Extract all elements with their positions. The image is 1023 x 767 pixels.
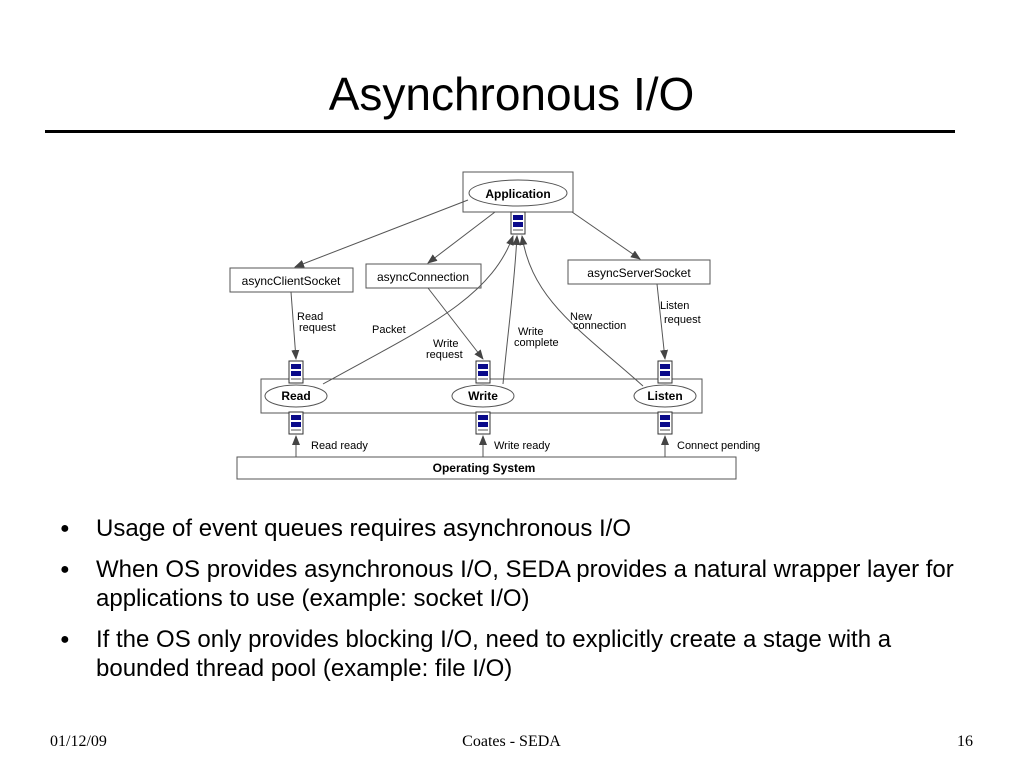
arrow-write-complete-to-app [502,235,521,385]
label-read-request-line2: request [299,322,336,334]
bullet-marker: ● [60,561,70,578]
async-connection-label: asyncConnection [377,270,469,284]
async-connection-node: asyncConnection [365,263,482,289]
slide-title: Asynchronous I/O [328,68,695,120]
application-queue-icon [510,211,526,235]
label-write-complete-line1: Write [518,326,543,338]
title-divider [45,130,955,133]
arrow-server-socket-to-listen [656,283,669,360]
bullet-item: ● Usage of event queues requires asynchr… [58,514,968,543]
async-client-socket-label: asyncClientSocket [242,274,341,288]
label-connect-pending: Connect pending [677,440,760,452]
label-read-request-line1: Read [297,311,323,323]
application-node: Application [462,171,574,213]
label-write-ready: Write ready [494,440,551,452]
bullet-text: When OS provides asynchronous I/O, SEDA … [96,556,954,612]
arrow-new-connection-listen-to-app [519,235,644,387]
application-label: Application [485,187,550,201]
label-packet: Packet [372,324,406,336]
arrow-connection-to-write [427,287,484,360]
label-read-ready: Read ready [311,440,368,452]
arrow-client-socket-to-read [290,291,300,360]
write-stage: Write [451,384,515,408]
async-server-socket-label: asyncServerSocket [587,266,691,280]
bullet-text: If the OS only provides blocking I/O, ne… [96,626,892,682]
listen-stage-queue-icon [657,360,673,384]
footer-author: Coates - SEDA [462,733,561,750]
arrow-app-to-client-socket [294,199,469,268]
write-stage-label: Write [468,389,498,403]
label-write-request-line1: Write [433,338,458,350]
bullet-marker: ● [60,520,70,537]
read-stage: Read [264,384,328,408]
read-stage-label: Read [281,389,310,403]
listen-stage: Listen [633,384,697,408]
footer-date: 01/12/09 [50,733,107,750]
footer-page-number: 16 [957,733,973,750]
write-ready-queue-icon [475,411,491,435]
label-new-connection-line2: connection [573,320,626,332]
write-stage-queue-icon [475,360,491,384]
operating-system-label: Operating System [433,461,536,475]
bullet-item: ● When OS provides asynchronous I/O, SED… [58,555,968,613]
operating-system-node: Operating System [236,456,737,480]
arrow-app-to-connection [427,211,496,264]
connect-pending-queue-icon [657,411,673,435]
arrow-app-to-server-socket [571,211,641,260]
bullet-marker: ● [60,631,70,648]
label-write-request-line2: request [426,349,463,361]
arrow-packet-read-to-app [322,235,514,385]
read-ready-queue-icon [288,411,304,435]
listen-stage-label: Listen [647,389,682,403]
bullet-item: ● If the OS only provides blocking I/O, … [58,625,968,683]
label-write-complete-line2: complete [514,337,559,349]
async-server-socket-node: asyncServerSocket [567,259,711,285]
bullet-list: ● Usage of event queues requires asynchr… [58,514,968,695]
bullet-text: Usage of event queues requires asynchron… [96,515,631,542]
read-stage-queue-icon [288,360,304,384]
label-new-connection-line1: New [570,311,592,323]
label-listen-request-line2: request [664,314,701,326]
async-client-socket-node: asyncClientSocket [229,267,354,293]
label-listen-request-line1: Listen [660,300,689,312]
